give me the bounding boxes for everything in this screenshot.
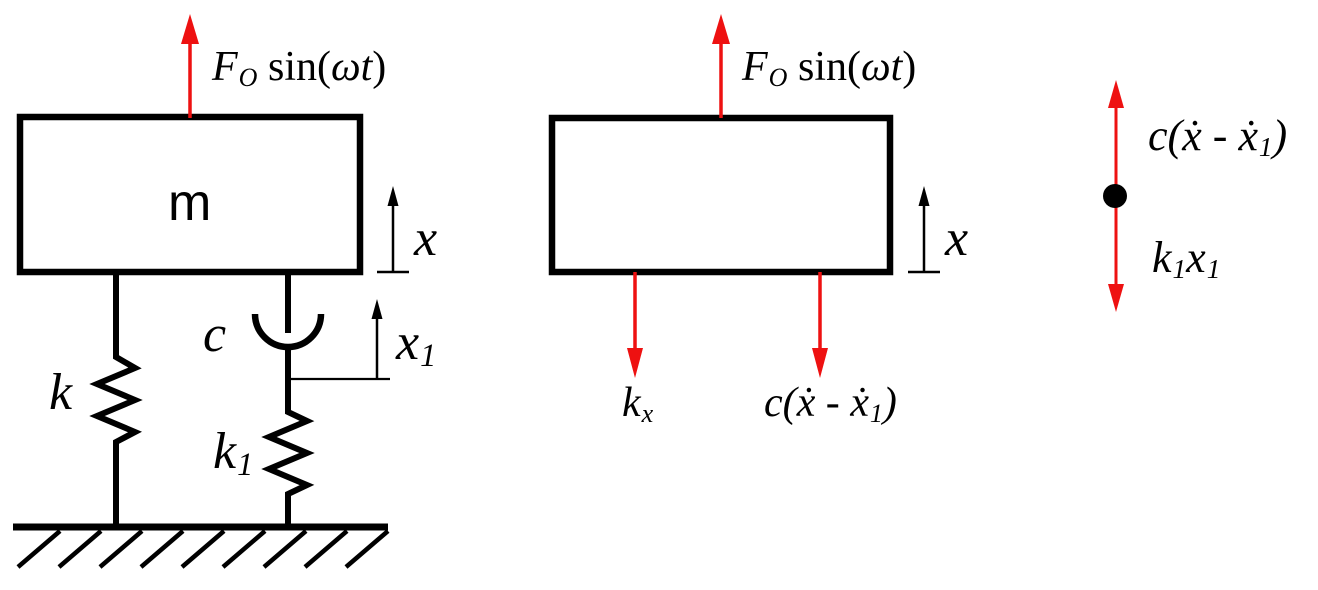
system-spring-k1-label: k1 [213, 423, 254, 483]
damper-c [251, 272, 325, 351]
fbd-displacement-x-arrow [908, 186, 940, 274]
mass-fbd-diagram [548, 14, 940, 378]
system-mass-label: m [168, 174, 212, 232]
system-x-label: x [414, 210, 438, 267]
system-damper-c-label: c [203, 306, 227, 363]
spring-k1 [261, 347, 315, 527]
fbd-mass-block [548, 114, 894, 276]
displacement-x-arrow [377, 186, 409, 274]
ground-hatch [16, 529, 390, 569]
node-dot [1103, 184, 1127, 208]
displacement-x1-arrow [288, 299, 390, 381]
fbd-damper-force-arrow [812, 272, 828, 378]
spring-k [89, 272, 143, 527]
fbd-force-label: FO sin(ωt) [742, 44, 917, 92]
fbd-spring-force-label: kx [622, 380, 654, 428]
ground [13, 523, 390, 569]
system-force-label: FO sin(ωt) [212, 44, 387, 92]
system-diagram [13, 14, 409, 569]
force-arrow [181, 14, 199, 118]
mass-block [16, 113, 364, 276]
fbd-x-label: x [945, 210, 969, 267]
node-spring-force-label: k1x1 [1152, 233, 1221, 284]
node-fbd-diagram [1103, 80, 1127, 312]
fbd-damper-force-label: c(ẋ - ẋ1) [764, 380, 897, 428]
system-x1-label: x1 [396, 314, 437, 374]
fbd-force-arrow [712, 14, 730, 118]
node-damper-force-label: c(ẋ - ẋ1) [1148, 111, 1288, 162]
system-spring-k-label: k [49, 364, 73, 421]
fbd-spring-force-arrow [627, 272, 643, 378]
